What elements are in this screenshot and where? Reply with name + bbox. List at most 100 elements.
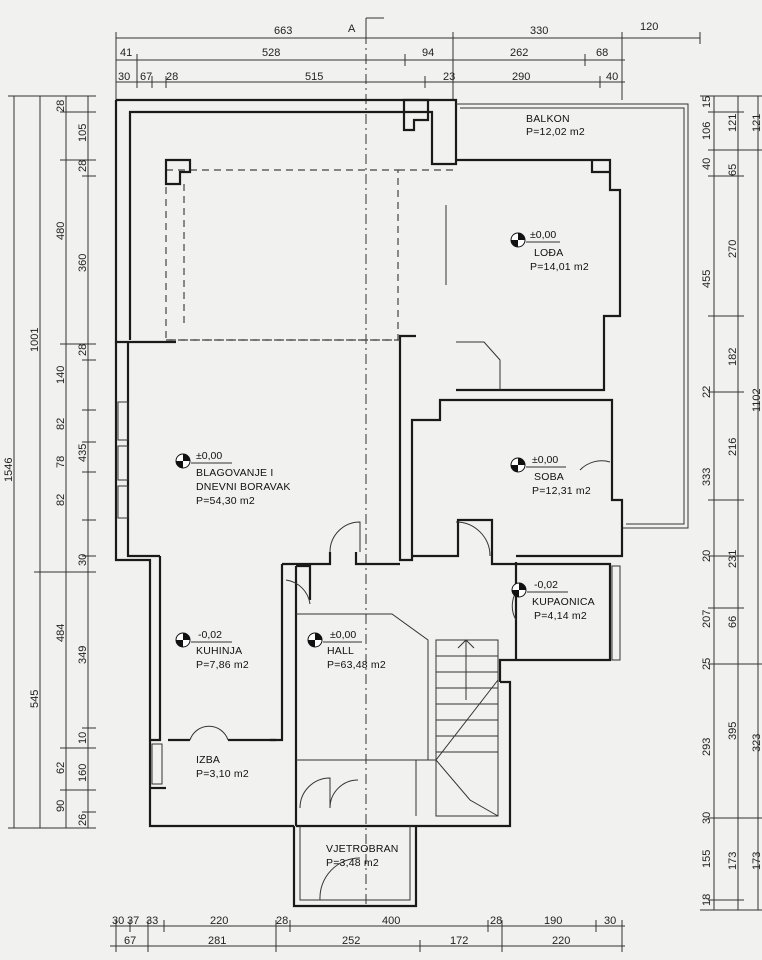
room-loda-area: P=14,01 m2 [530, 261, 589, 273]
room-dnevni-level: ±0,00 [196, 450, 222, 462]
dim-left-82a: 82 [55, 418, 67, 430]
right-dimensions: 15 106 40 65 270 455 182 22 216 333 20 2… [700, 95, 762, 911]
room-balkon-area: P=12,02 m2 [526, 126, 585, 138]
dim-bottom-30b: 30 [604, 915, 616, 927]
dim-left-1546: 1546 [3, 458, 15, 482]
section-marker: A [348, 17, 384, 35]
room-soba-level: ±0,00 [532, 454, 558, 466]
room-kuhinja-name: KUHINJA [196, 645, 242, 657]
section-label: A [348, 23, 356, 35]
room-hall-level: ±0,00 [330, 629, 356, 641]
dim-bottom-28a: 28 [276, 915, 288, 927]
dim-left-105: 105 [77, 124, 89, 142]
room-izba-name: IZBA [196, 754, 220, 766]
room-soba-name: SOBA [534, 471, 564, 483]
room-kupaonica-name: KUPAONICA [532, 596, 595, 608]
dim-bottom-281: 281 [208, 935, 226, 947]
dim-top-40: 40 [606, 71, 618, 83]
dim-right-333: 333 [701, 468, 713, 486]
dim-bottom-28b: 28 [490, 915, 502, 927]
dim-right-182: 182 [727, 348, 739, 366]
top-dimensions: 663 330 120 41 528 94 262 68 30 67 28 51… [115, 21, 701, 100]
room-vjetrobran-area: P=3,48 m2 [326, 857, 379, 869]
dim-top-120: 120 [640, 21, 658, 33]
dim-right-30: 30 [701, 812, 713, 824]
dim-top-28: 28 [166, 71, 178, 83]
dim-top-68: 68 [596, 47, 608, 59]
level-markers [175, 232, 568, 648]
dim-right-231: 231 [727, 550, 739, 568]
dim-bottom-220b: 220 [552, 935, 570, 947]
dim-left-62: 62 [55, 762, 67, 774]
dim-top-67: 67 [140, 71, 152, 83]
dim-right-106: 106 [701, 122, 713, 140]
level-marker-icon [511, 582, 527, 598]
dim-left-435: 435 [77, 444, 89, 462]
door-swings [189, 460, 611, 901]
room-loda-name: LOĐA [534, 247, 563, 259]
dim-right-173b: 173 [751, 852, 762, 870]
dim-right-121b: 121 [751, 114, 762, 132]
room-labels: BALKON P=12,02 m2 ±0,00 LOĐA P=14,01 m2 … [196, 113, 595, 869]
dim-right-207: 207 [701, 610, 713, 628]
dim-top-290: 290 [512, 71, 530, 83]
room-dnevni-name: BLAGOVANJE I [196, 467, 273, 479]
level-marker-icon [510, 232, 526, 248]
dim-top-262: 262 [510, 47, 528, 59]
dim-bottom-220a: 220 [210, 915, 228, 927]
dim-right-40: 40 [701, 158, 713, 170]
room-hall-name: HALL [327, 645, 354, 657]
dim-right-173a: 173 [727, 852, 739, 870]
dim-top-528: 528 [262, 47, 280, 59]
room-kuhinja-area: P=7,86 m2 [196, 659, 249, 671]
dim-right-121a: 121 [727, 114, 739, 132]
dim-left-349: 349 [77, 646, 89, 664]
dim-left-1001: 1001 [29, 328, 41, 352]
dim-left-78: 78 [55, 456, 67, 468]
dim-right-323: 323 [751, 734, 762, 752]
room-kuhinja-level: -0,02 [198, 629, 222, 641]
dim-bottom-30: 30 [112, 915, 124, 927]
room-vjetrobran-name: VJETROBRAN [326, 843, 399, 855]
room-kupaonica-area: P=4,14 m2 [534, 610, 587, 622]
dim-top-515: 515 [305, 71, 323, 83]
dim-left-28b: 28 [77, 160, 89, 172]
dim-left-26: 26 [77, 814, 89, 826]
room-dnevni-area: P=54,30 m2 [196, 495, 255, 507]
dim-right-66: 66 [727, 616, 739, 628]
dim-right-65: 65 [727, 164, 739, 176]
dim-bottom-190: 190 [544, 915, 562, 927]
room-balkon-name: BALKON [526, 113, 570, 125]
level-marker-icon [510, 457, 526, 473]
room-loda-level: ±0,00 [530, 229, 556, 241]
dim-left-90: 90 [55, 800, 67, 812]
room-izba-area: P=3,10 m2 [196, 768, 249, 780]
dim-left-160: 160 [77, 764, 89, 782]
dim-left-545: 545 [29, 690, 41, 708]
dim-bottom-172: 172 [450, 935, 468, 947]
dim-top-30: 30 [118, 71, 130, 83]
dim-right-1102: 1102 [751, 388, 762, 412]
dim-bottom-400: 400 [382, 915, 400, 927]
left-dimensions: 1546 1001 545 28 105 28 480 360 28 140 8… [3, 95, 96, 829]
room-dnevni-name2: DNEVNI BORAVAK [196, 481, 291, 493]
dim-bottom-33: 33 [146, 915, 158, 927]
room-kupaonica-level: -0,02 [534, 579, 558, 591]
dim-right-395: 395 [727, 722, 739, 740]
dim-right-15: 15 [701, 96, 713, 108]
dim-left-10: 10 [77, 732, 89, 744]
dim-top-94: 94 [422, 47, 434, 59]
dim-top-330: 330 [530, 25, 548, 37]
bottom-dimensions: 30 37 33 220 28 400 28 190 30 67 281 252… [110, 915, 625, 952]
level-marker-icon [175, 453, 191, 469]
dim-left-82b: 82 [55, 494, 67, 506]
dim-left-360: 360 [77, 254, 89, 272]
dim-left-30: 30 [77, 554, 89, 566]
dim-right-455: 455 [701, 270, 713, 288]
level-marker-icon [307, 632, 323, 648]
dim-left-28c: 28 [77, 344, 89, 356]
dim-right-155: 155 [701, 850, 713, 868]
dim-top-23: 23 [443, 71, 455, 83]
dim-left-480: 480 [55, 222, 67, 240]
